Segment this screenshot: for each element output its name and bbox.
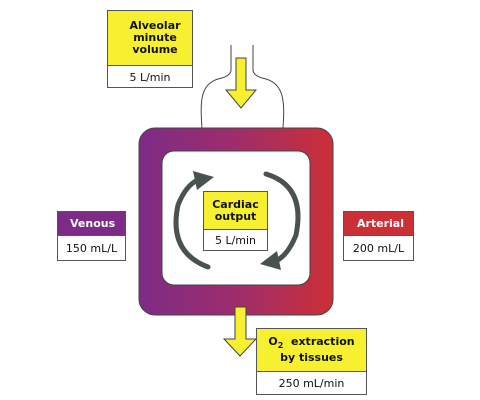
cardiac-title-line2: output (214, 209, 257, 223)
extraction-word: extraction (291, 334, 355, 348)
cardiac-title-line1: Cardiac (212, 197, 259, 211)
venous-value: 150 mL/L (65, 241, 118, 255)
venous-box: Venous 150 mL/L (57, 211, 126, 261)
venous-label: Venous (58, 212, 125, 236)
o2-extraction-title-line1: O2 extraction (268, 334, 355, 352)
cardiac-output-box: Cardiac output 5 L/min (203, 191, 268, 251)
arterial-box: Arterial 200 mL/L (343, 211, 414, 261)
alveolar-title-line1: Alveolar (129, 19, 181, 32)
o2-extraction-box: O2 extraction by tissues 250 mL/min (256, 328, 367, 395)
cardiac-output-value: 5 L/min (214, 234, 257, 247)
extraction-arrow (222, 306, 258, 357)
arterial-label: Arterial (344, 212, 413, 236)
alveolar-title-line2: minute (133, 31, 177, 44)
alveolar-minute-volume-value: 5 L/min (129, 70, 171, 84)
o2-extraction-value: 250 mL/min (278, 376, 345, 390)
o2-subscript: 2 (277, 341, 284, 351)
o2-letter: O (268, 334, 278, 348)
cardiac-output-label: Cardiac output (204, 192, 267, 230)
arterial-value: 200 mL/L (352, 241, 405, 255)
right-arrowhead-icon (260, 251, 281, 270)
right-circulation-arrow-icon (263, 171, 301, 264)
ventilation-arrow (224, 57, 258, 109)
left-arrowhead-icon (193, 171, 214, 190)
alveolar-minute-volume-label: Alveolar minute volume (108, 11, 192, 66)
alveolar-minute-volume-box: Alveolar minute volume 5 L/min (107, 10, 193, 88)
o2-extraction-label: O2 extraction by tissues (257, 329, 366, 372)
lung-airway-outline (200, 45, 285, 129)
left-circulation-arrow-icon (173, 177, 211, 270)
alveolar-title-line3: volume (132, 43, 178, 56)
o2-extraction-title-line2: by tissues (280, 351, 343, 365)
